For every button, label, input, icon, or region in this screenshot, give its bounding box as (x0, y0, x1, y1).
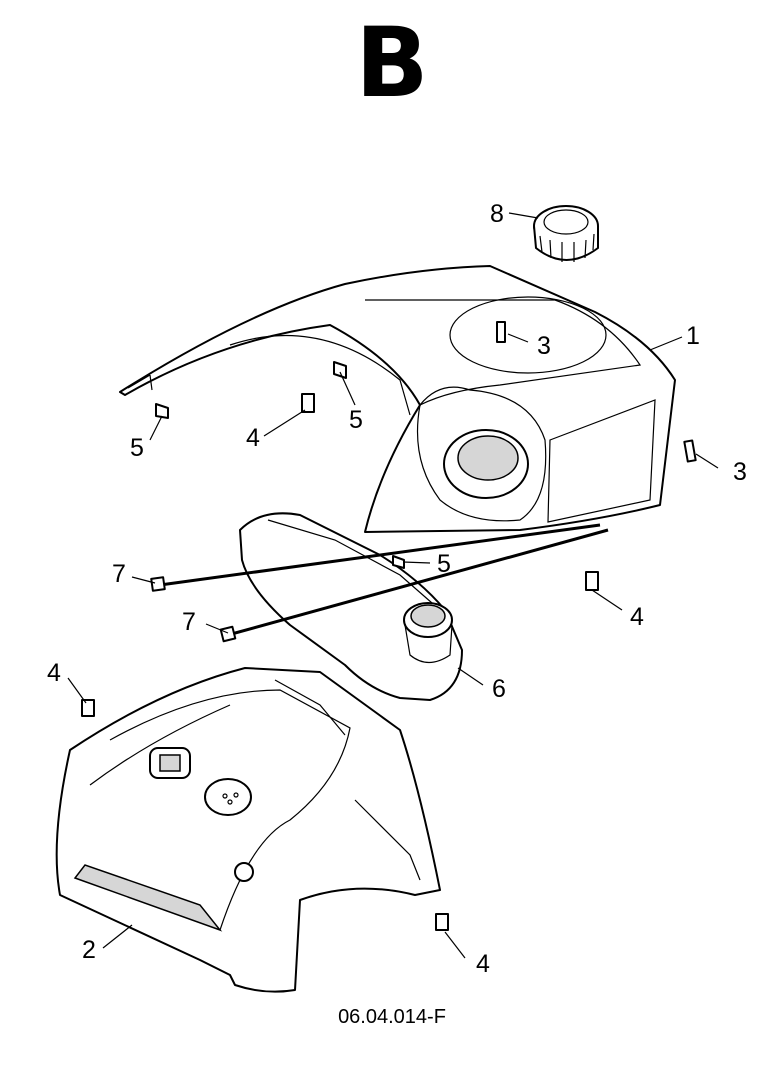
callout-3-right: 3 (733, 458, 747, 486)
screw-3a (496, 321, 506, 343)
upper-cover-part (119, 265, 676, 533)
callout-labels: 8 1 3 3 5 5 5 4 4 4 4 7 7 6 2 (47, 200, 747, 978)
lower-cover-part (55, 667, 441, 993)
callout-3-upper: 3 (537, 332, 551, 360)
clip-4a (301, 393, 315, 413)
clip-5b (333, 361, 347, 379)
clip-4c (81, 699, 95, 717)
fastener-parts (81, 321, 697, 931)
clip-4d (435, 913, 449, 931)
callout-8: 8 (490, 200, 504, 228)
clip-4b (585, 571, 599, 591)
callout-1: 1 (686, 322, 700, 350)
screw-3b (683, 439, 697, 463)
clip-5a (155, 403, 169, 419)
leader-lines (67, 212, 719, 959)
callout-7-lower: 7 (182, 608, 196, 636)
callout-2: 2 (82, 936, 96, 964)
callout-5-middle: 5 (349, 406, 363, 434)
callout-7-upper: 7 (112, 560, 126, 588)
callout-6: 6 (492, 675, 506, 703)
callout-4-bottom: 4 (476, 950, 490, 978)
callout-5-lower: 5 (437, 550, 451, 578)
strap-part (150, 523, 609, 643)
callout-4-left: 4 (47, 659, 61, 687)
drawing-code: 06.04.014-F (338, 1006, 446, 1028)
clip-5c (392, 555, 405, 569)
fuel-cap-part (533, 205, 599, 262)
callout-4-right: 4 (630, 603, 644, 631)
callout-4-upper: 4 (246, 424, 260, 452)
callout-5-left: 5 (130, 434, 144, 462)
fuel-tank-part (239, 512, 463, 701)
section-letter: B (355, 7, 429, 119)
